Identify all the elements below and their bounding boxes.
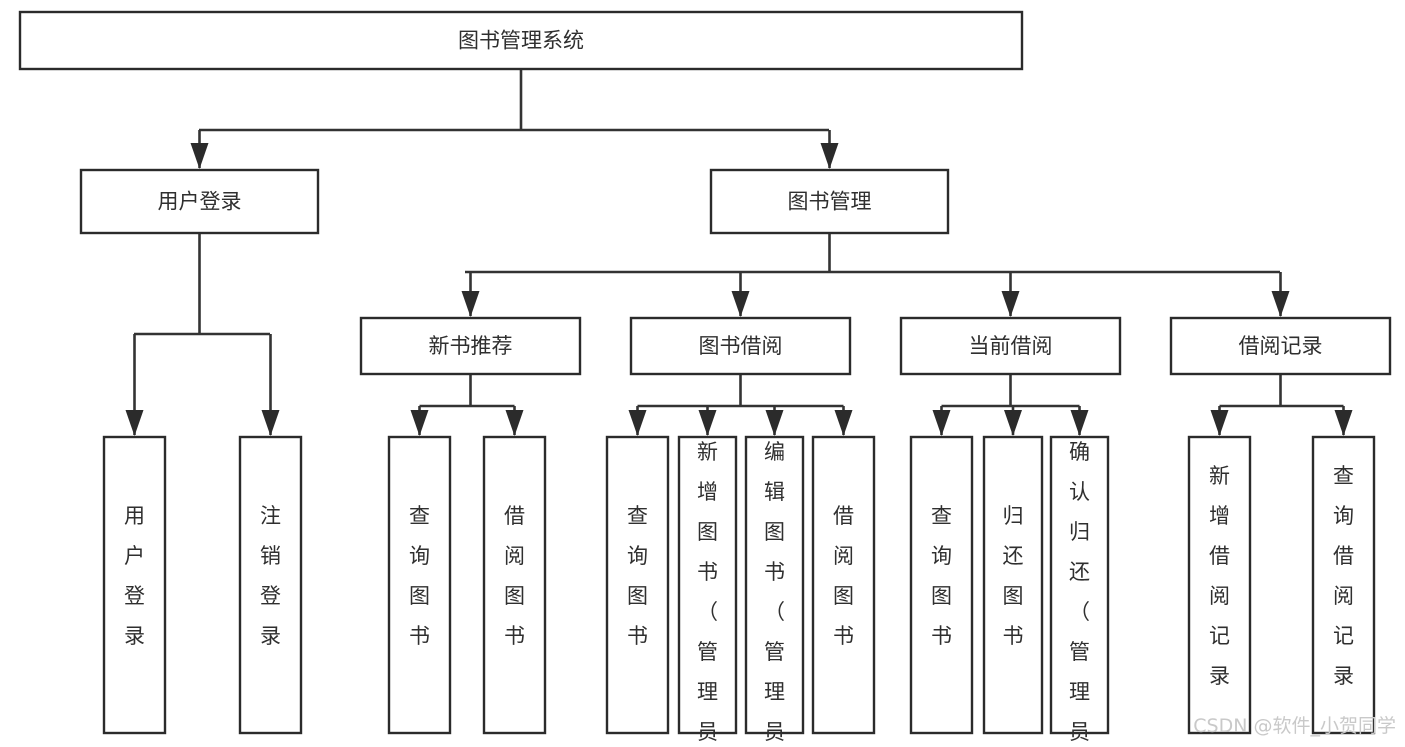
node-leaf-return-book[interactable]: 归还图书 xyxy=(982,435,1044,735)
node-leaf-edit-book-admin-label: 编辑图书（管理员） xyxy=(764,440,785,747)
node-current-borrow-label: 当前借阅 xyxy=(969,334,1053,358)
csdn-watermark: CSDN @软件_小贺同学 xyxy=(1193,715,1396,737)
node-leaf-borrow-book-2-label: 借阅图书 xyxy=(833,504,854,648)
node-leaf-add-book-admin-rect[interactable] xyxy=(677,435,738,735)
node-leaf-query-book-3-rect[interactable] xyxy=(909,435,974,735)
node-leaf-query-book-3[interactable]: 查询图书 xyxy=(909,435,974,735)
arrow-to-leaf-borrow-book-2 xyxy=(834,410,853,436)
arrow-to-leaf-query-book-3 xyxy=(932,410,951,436)
node-book-manage[interactable]: 图书管理 xyxy=(709,168,950,235)
node-leaf-add-book-admin[interactable]: 新增图书（管理员） xyxy=(677,435,738,747)
node-book-borrow-rect[interactable] xyxy=(629,316,852,376)
node-leaf-user-logout[interactable]: 注销登录 xyxy=(238,435,303,735)
node-user-login-label: 用户登录 xyxy=(158,190,242,214)
node-leaf-query-book-3-label: 查询图书 xyxy=(931,504,952,648)
node-leaf-return-book-label: 归还图书 xyxy=(1003,504,1024,648)
arrow-to-user-login xyxy=(190,143,209,169)
node-leaf-query-borrow-record-rect[interactable] xyxy=(1311,435,1376,735)
node-book-borrow-label: 图书借阅 xyxy=(699,334,783,358)
node-book-manage-rect[interactable] xyxy=(709,168,950,235)
node-leaf-add-borrow-record-label: 新增借阅记录 xyxy=(1209,464,1230,688)
node-leaf-query-borrow-record[interactable]: 查询借阅记录 xyxy=(1311,435,1376,735)
connector-layer xyxy=(125,69,1353,436)
node-leaf-add-borrow-record[interactable]: 新增借阅记录 xyxy=(1187,435,1252,735)
node-new-book-recommend-rect[interactable] xyxy=(359,316,582,376)
node-leaf-confirm-return-admin-label: 确认归还（管理员） xyxy=(1069,440,1090,747)
node-leaf-borrow-book-2[interactable]: 借阅图书 xyxy=(811,435,876,735)
node-leaf-query-book-2-rect[interactable] xyxy=(605,435,670,735)
arrow-to-leaf-add-borrow-record xyxy=(1210,410,1229,436)
node-current-borrow[interactable]: 当前借阅 xyxy=(899,316,1122,376)
node-leaf-query-book-2[interactable]: 查询图书 xyxy=(605,435,670,735)
node-borrow-record-label: 借阅记录 xyxy=(1239,334,1323,358)
arrow-to-leaf-user-login xyxy=(125,410,144,436)
node-leaf-borrow-book-1-label: 借阅图书 xyxy=(504,504,525,648)
node-root-title[interactable]: 图书管理系统 xyxy=(18,10,1024,71)
arrow-to-leaf-confirm-return-admin xyxy=(1070,410,1089,436)
node-leaf-add-book-admin-label: 新增图书（管理员） xyxy=(697,440,718,747)
node-leaf-query-book-2-label: 查询图书 xyxy=(627,504,648,648)
node-user-login[interactable]: 用户登录 xyxy=(79,168,320,235)
arrow-to-leaf-query-borrow-record xyxy=(1334,410,1353,436)
arrow-to-leaf-query-book-1 xyxy=(410,410,429,436)
arrow-to-borrow-record xyxy=(1271,291,1290,317)
node-borrow-record-rect[interactable] xyxy=(1169,316,1392,376)
node-leaf-borrow-book-2-rect[interactable] xyxy=(811,435,876,735)
node-root-title-rect[interactable] xyxy=(18,10,1024,71)
node-leaf-edit-book-admin-rect[interactable] xyxy=(744,435,805,735)
node-leaf-confirm-return-admin-rect[interactable] xyxy=(1049,435,1110,735)
node-root-title-label: 图书管理系统 xyxy=(458,29,584,53)
node-new-book-recommend-label: 新书推荐 xyxy=(429,334,513,358)
arrow-to-leaf-user-logout xyxy=(261,410,280,436)
node-leaf-user-logout-label: 注销登录 xyxy=(260,504,281,648)
node-leaf-query-borrow-record-label: 查询借阅记录 xyxy=(1333,464,1354,688)
node-leaf-borrow-book-1[interactable]: 借阅图书 xyxy=(482,435,547,735)
node-leaf-confirm-return-admin[interactable]: 确认归还（管理员） xyxy=(1049,435,1110,747)
arrow-to-book-borrow xyxy=(731,291,750,317)
arrow-to-current-borrow xyxy=(1001,291,1020,317)
node-book-manage-label: 图书管理 xyxy=(788,190,872,214)
node-leaf-user-login[interactable]: 用户登录 xyxy=(102,435,167,735)
node-book-borrow[interactable]: 图书借阅 xyxy=(629,316,852,376)
node-leaf-query-book-1-label: 查询图书 xyxy=(409,504,430,648)
node-layer: 图书管理系统用户登录图书管理新书推荐图书借阅当前借阅借阅记录用户登录注销登录查询… xyxy=(18,10,1392,747)
node-user-login-rect[interactable] xyxy=(79,168,320,235)
node-current-borrow-rect[interactable] xyxy=(899,316,1122,376)
node-leaf-return-book-rect[interactable] xyxy=(982,435,1044,735)
node-leaf-add-borrow-record-rect[interactable] xyxy=(1187,435,1252,735)
node-leaf-edit-book-admin[interactable]: 编辑图书（管理员） xyxy=(744,435,805,747)
node-new-book-recommend[interactable]: 新书推荐 xyxy=(359,316,582,376)
arrow-to-leaf-return-book xyxy=(1004,410,1022,436)
node-leaf-user-login-label: 用户登录 xyxy=(124,504,145,648)
arrow-to-leaf-add-book-admin xyxy=(698,410,717,436)
arrow-to-leaf-edit-book-admin xyxy=(765,410,784,436)
node-leaf-query-book-1-rect[interactable] xyxy=(387,435,452,735)
node-borrow-record[interactable]: 借阅记录 xyxy=(1169,316,1392,376)
arrow-to-book-manage xyxy=(820,143,839,169)
node-leaf-borrow-book-1-rect[interactable] xyxy=(482,435,547,735)
arrow-to-leaf-query-book-2 xyxy=(628,410,647,436)
node-leaf-query-book-1[interactable]: 查询图书 xyxy=(387,435,452,735)
node-leaf-user-logout-rect[interactable] xyxy=(238,435,303,735)
node-leaf-user-login-rect[interactable] xyxy=(102,435,167,735)
arrow-to-leaf-borrow-book-1 xyxy=(505,410,524,436)
arrow-to-new-book-recommend xyxy=(461,291,480,317)
